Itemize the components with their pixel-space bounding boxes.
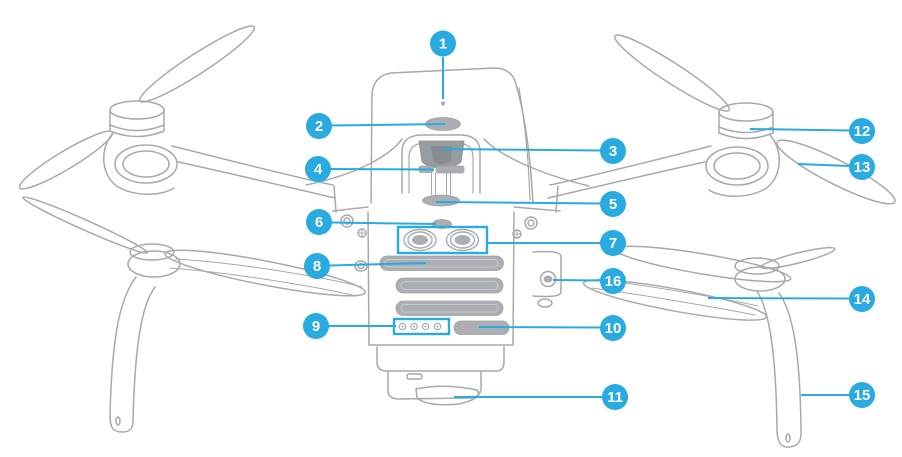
leader-line-2 <box>331 123 446 127</box>
highlight-box-sensors <box>396 225 489 255</box>
gimbal-arch <box>401 134 481 194</box>
leader-line-5 <box>435 201 601 205</box>
callout-badge-7: 7 <box>600 230 626 256</box>
callout-badge-12: 12 <box>849 118 875 144</box>
mid-oval <box>422 194 460 207</box>
svg-text:11: 11 <box>607 389 623 406</box>
right-landing-gear-leg <box>756 290 802 448</box>
leader-line-4 <box>330 168 435 171</box>
callout-badge-9: 9 <box>303 313 329 339</box>
front-left-motor <box>102 100 178 195</box>
svg-text:1: 1 <box>439 36 447 53</box>
callout-badge-13: 13 <box>849 154 875 180</box>
antenna-bar-right <box>435 165 465 174</box>
front-left-propeller-blade-down <box>18 130 114 190</box>
svg-text:5: 5 <box>609 196 617 213</box>
svg-text:15: 15 <box>854 387 871 404</box>
front-left-arm-lower <box>177 161 336 199</box>
callout-badge-4: 4 <box>305 156 331 182</box>
antenna-stems <box>431 173 451 195</box>
rear-left-propeller-blade-thin <box>22 196 148 254</box>
canopy-outline <box>370 67 534 204</box>
svg-text:14: 14 <box>854 291 871 308</box>
svg-text:8: 8 <box>313 258 321 275</box>
callout-badge-2: 2 <box>306 113 332 139</box>
leader-line-3 <box>442 148 601 152</box>
front-right-propeller-blade-down <box>776 139 896 205</box>
callout-badge-5: 5 <box>600 191 626 217</box>
leader-line-10 <box>478 326 601 329</box>
leader-line-14 <box>707 297 850 300</box>
svg-text:3: 3 <box>609 143 617 160</box>
annotation-layer: 1 2 3 4 5 6 7 8 9 10 11 12 13 14 15 16 <box>303 30 875 410</box>
vent-bars <box>379 255 504 316</box>
vision-sensors <box>403 228 480 252</box>
callout-badge-6: 6 <box>306 209 332 235</box>
callout-badge-15: 15 <box>849 382 875 408</box>
gimbal-protector <box>415 385 480 406</box>
front-right-propeller-blade-up <box>613 34 731 112</box>
svg-text:9: 9 <box>312 318 320 335</box>
callout-badge-8: 8 <box>304 253 330 279</box>
callout-badge-3: 3 <box>600 138 626 164</box>
status-leds <box>398 322 442 331</box>
callout-badge-10: 10 <box>600 315 626 341</box>
leader-line-12 <box>749 128 850 132</box>
camera-lens <box>431 146 452 164</box>
callout-badge-16: 16 <box>600 268 626 294</box>
battery-section <box>376 346 505 372</box>
front-left-propeller-blade-up <box>138 25 256 103</box>
left-landing-gear-leg <box>109 276 156 433</box>
callout-badge-1: 1 <box>430 30 456 57</box>
svg-text:6: 6 <box>315 214 323 231</box>
leader-line-13 <box>797 163 850 167</box>
svg-text:2: 2 <box>315 118 323 135</box>
svg-text:4: 4 <box>314 161 323 178</box>
callout-badge-11: 11 <box>602 384 628 410</box>
leader-line-6 <box>331 221 437 225</box>
rear-left-propeller-blade-wide <box>164 249 366 297</box>
front-right-arm-lower <box>547 161 706 199</box>
body-outline <box>332 206 561 346</box>
svg-text:10: 10 <box>605 320 622 337</box>
svg-text:12: 12 <box>854 123 871 140</box>
leader-line-16 <box>552 279 601 282</box>
canopy-top-dot <box>441 101 445 106</box>
rear-right-motor-hub <box>734 257 780 275</box>
rear-left-motor-hub <box>129 243 175 261</box>
svg-text:7: 7 <box>609 235 617 252</box>
front-right-arm <box>549 145 712 186</box>
svg-text:13: 13 <box>854 159 871 176</box>
drone-filled-parts <box>379 117 510 335</box>
callout-badge-14: 14 <box>849 286 875 312</box>
svg-text:16: 16 <box>605 273 622 290</box>
leader-line-8 <box>329 262 427 267</box>
side-button <box>539 270 557 288</box>
screw-details <box>340 214 538 272</box>
front-right-motor <box>705 102 781 197</box>
